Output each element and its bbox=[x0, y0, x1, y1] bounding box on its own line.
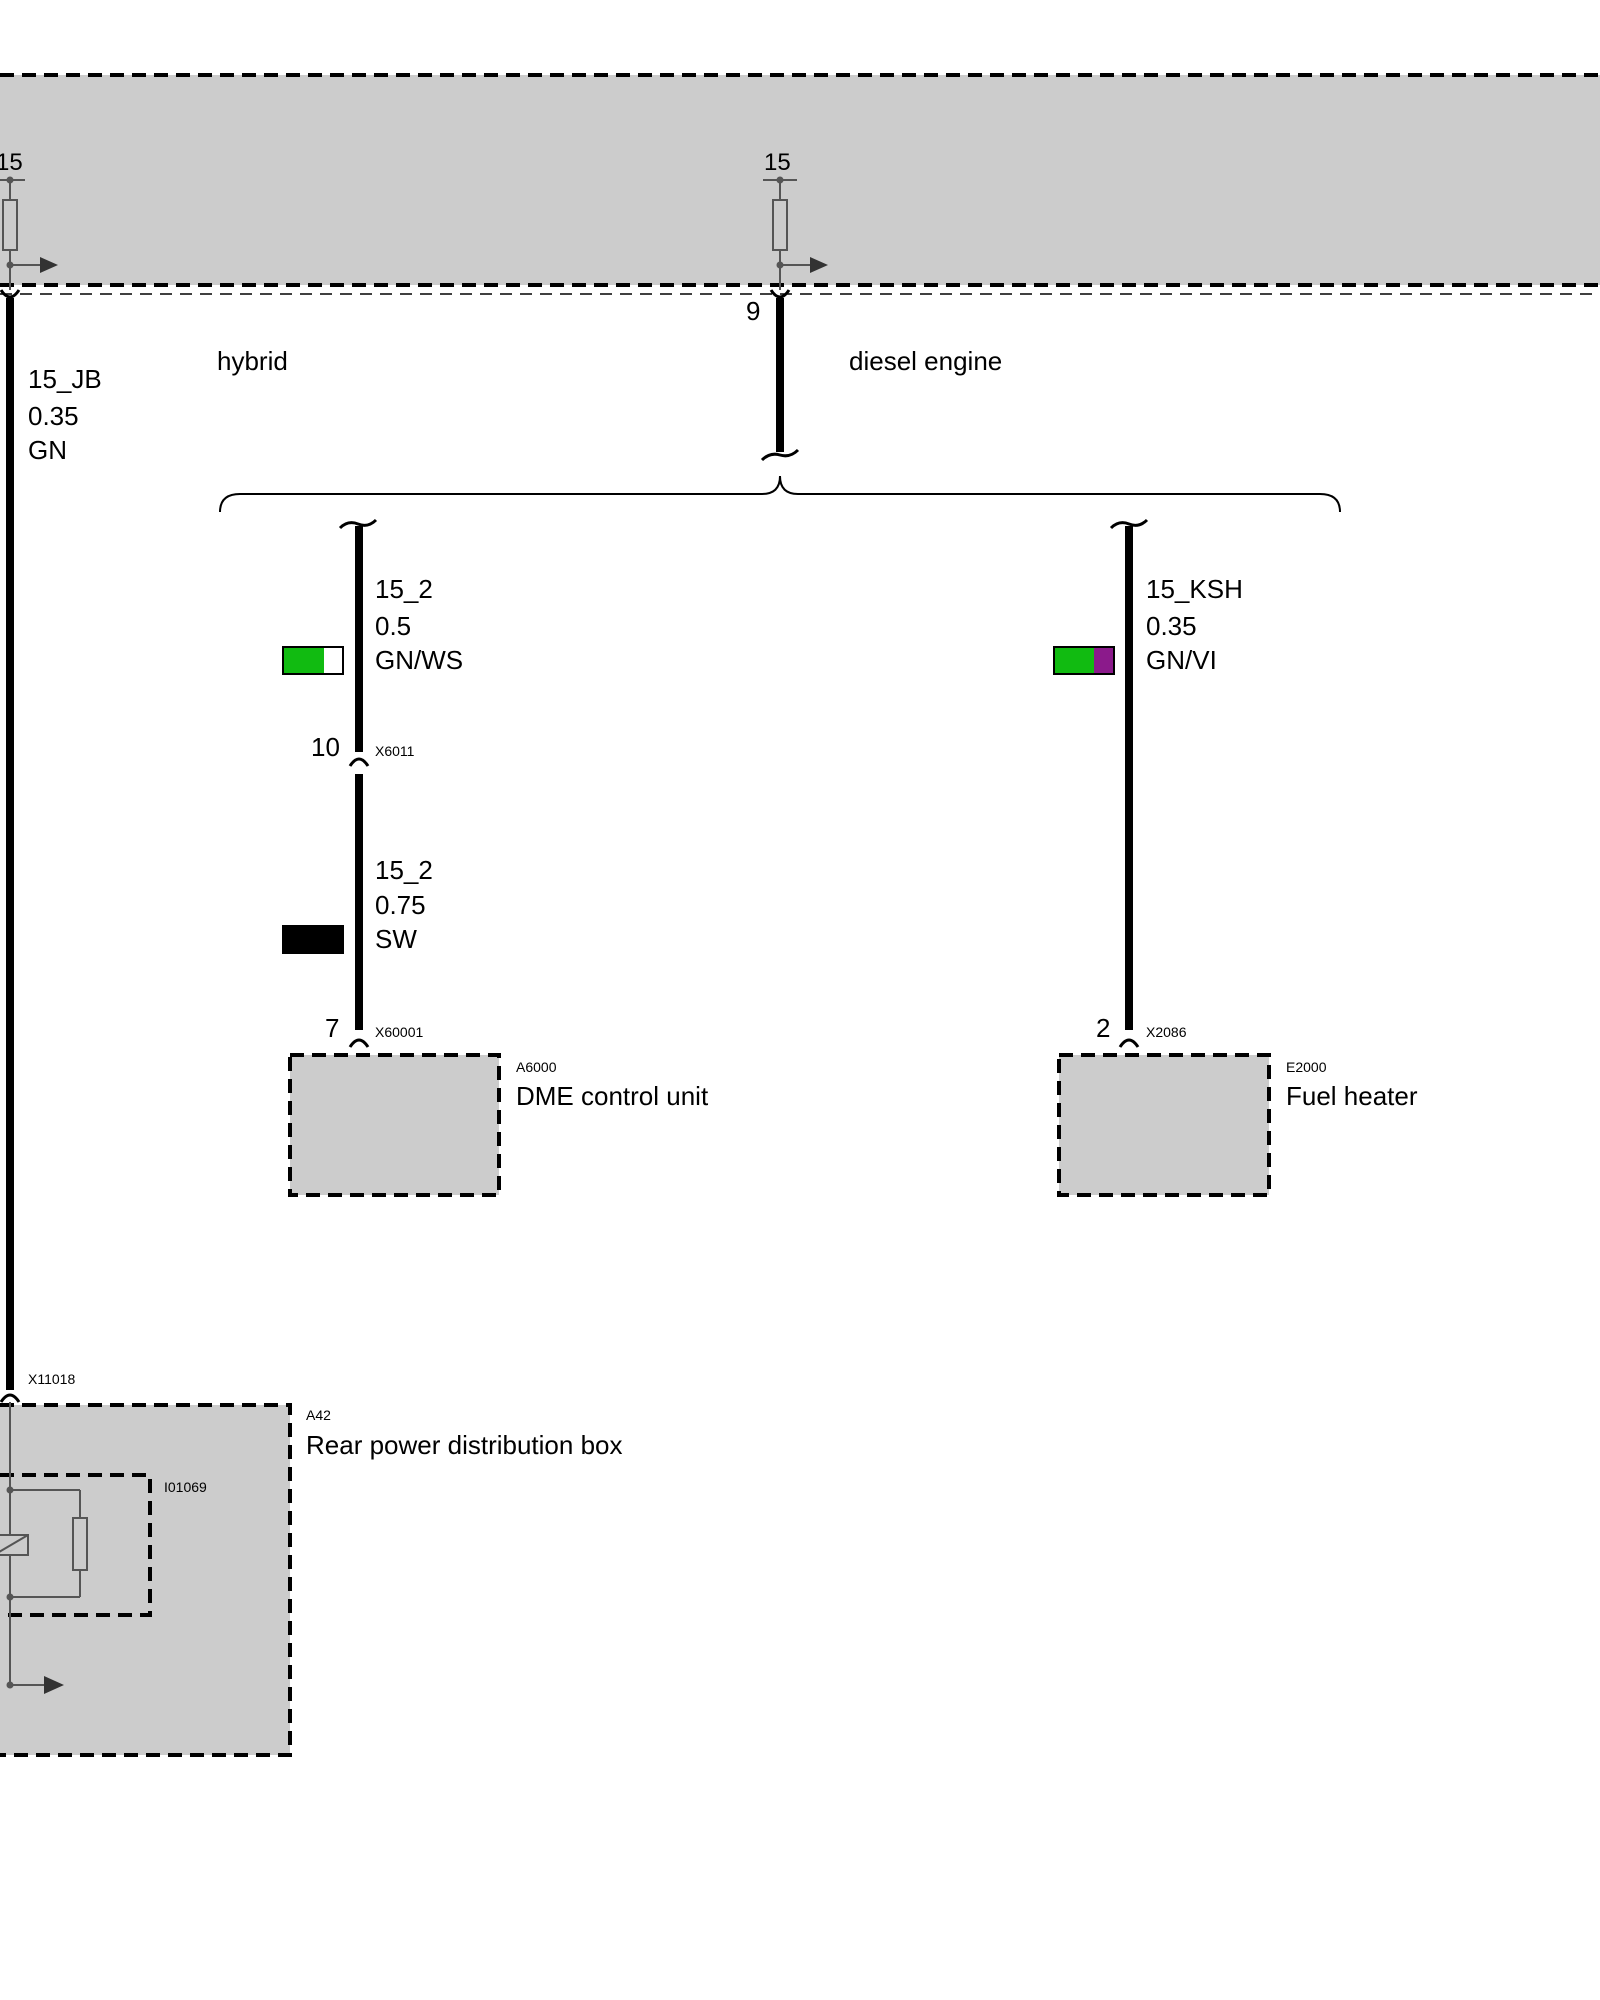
connector-x2086-pin: 2 bbox=[1096, 1013, 1110, 1043]
variant-label-hybrid: hybrid bbox=[217, 346, 288, 376]
wire-15jb-bottom-arc bbox=[0, 1393, 21, 1403]
connector-x60001-pin: 7 bbox=[325, 1013, 339, 1043]
wire-152-b-color: SW bbox=[375, 924, 417, 954]
connector-x6011-arc bbox=[348, 757, 370, 767]
wire-15jb-pin-arc bbox=[0, 289, 21, 299]
fuse-mid-node-bottom bbox=[776, 261, 784, 269]
connector-x6011-label: X6011 bbox=[375, 743, 415, 759]
fuse-left-node-bottom bbox=[6, 261, 14, 269]
connector-x60001-label: X60001 bbox=[375, 1024, 423, 1040]
rear-box-border bbox=[0, 1403, 292, 1757]
top-module bbox=[0, 75, 1600, 285]
wire-ksh-name: 15_KSH bbox=[1146, 574, 1243, 604]
trunk-break-mark bbox=[760, 448, 800, 462]
wire-ksh-color: GN/VI bbox=[1146, 645, 1217, 675]
wire-152-b-name: 15_2 bbox=[375, 855, 433, 885]
trunk-pin-number: 9 bbox=[746, 296, 760, 326]
connector-x2086-label: X2086 bbox=[1146, 1024, 1187, 1040]
branch-right-break-mark bbox=[1109, 518, 1149, 530]
fuse-left bbox=[0, 179, 42, 290]
fuse-mid bbox=[763, 179, 812, 290]
wire-ksh-color-swatch bbox=[1053, 646, 1115, 675]
fuel-heater-name: Fuel heater bbox=[1286, 1081, 1418, 1111]
fuse-mid-node-top bbox=[776, 176, 784, 184]
wire-15jb-color: GN bbox=[28, 435, 67, 465]
variant-brace bbox=[219, 475, 1341, 513]
wire-ksh-size: 0.35 bbox=[1146, 611, 1197, 641]
dme-name: DME control unit bbox=[516, 1081, 709, 1111]
rear-box-id: A42 bbox=[306, 1407, 331, 1423]
fuel-heater-id: E2000 bbox=[1286, 1059, 1327, 1075]
wire-15jb-connector: X11018 bbox=[28, 1371, 75, 1387]
rear-box-name: Rear power distribution box bbox=[306, 1430, 623, 1460]
wire-152-a-size: 0.5 bbox=[375, 611, 411, 641]
connector-x60001-arc bbox=[348, 1038, 370, 1048]
variant-label-diesel: diesel engine bbox=[849, 346, 1002, 376]
fuse-left-label: 15 bbox=[0, 149, 23, 176]
connector-x2086-arc bbox=[1118, 1038, 1140, 1048]
branch-left-break-mark bbox=[338, 518, 378, 530]
wire-152-b-size: 0.75 bbox=[375, 890, 426, 920]
relay-node-bottom bbox=[6, 1593, 14, 1601]
connector-x6011-pin: 10 bbox=[311, 732, 340, 762]
dme-id: A6000 bbox=[516, 1059, 557, 1075]
relay-circuit bbox=[0, 1402, 88, 1686]
wire-152-b-color-swatch bbox=[282, 925, 344, 954]
wire-152-a-name: 15_2 bbox=[375, 574, 433, 604]
dme-control-unit-box bbox=[288, 1053, 501, 1197]
relay-output-arrow bbox=[44, 1676, 64, 1694]
relay-box-border bbox=[0, 1473, 152, 1617]
fuse-left-arrow bbox=[40, 257, 58, 273]
relay-node-top bbox=[6, 1486, 14, 1494]
trunk-pin-arc bbox=[769, 289, 791, 299]
wire-152-a-color-swatch bbox=[282, 646, 344, 675]
fuse-left-node-top bbox=[6, 176, 14, 184]
wire-15jb-size: 0.35 bbox=[28, 401, 79, 431]
rear-power-distribution-box bbox=[0, 1405, 290, 1755]
fuse-mid-label: 15 bbox=[764, 149, 791, 176]
wire-152-a-color: GN/WS bbox=[375, 645, 463, 675]
relay-id: I01069 bbox=[164, 1479, 207, 1495]
wire-15jb-name: 15_JB bbox=[28, 364, 102, 394]
fuse-mid-arrow bbox=[810, 257, 828, 273]
fuel-heater-box bbox=[1057, 1053, 1271, 1197]
relay-node-output bbox=[6, 1681, 14, 1689]
